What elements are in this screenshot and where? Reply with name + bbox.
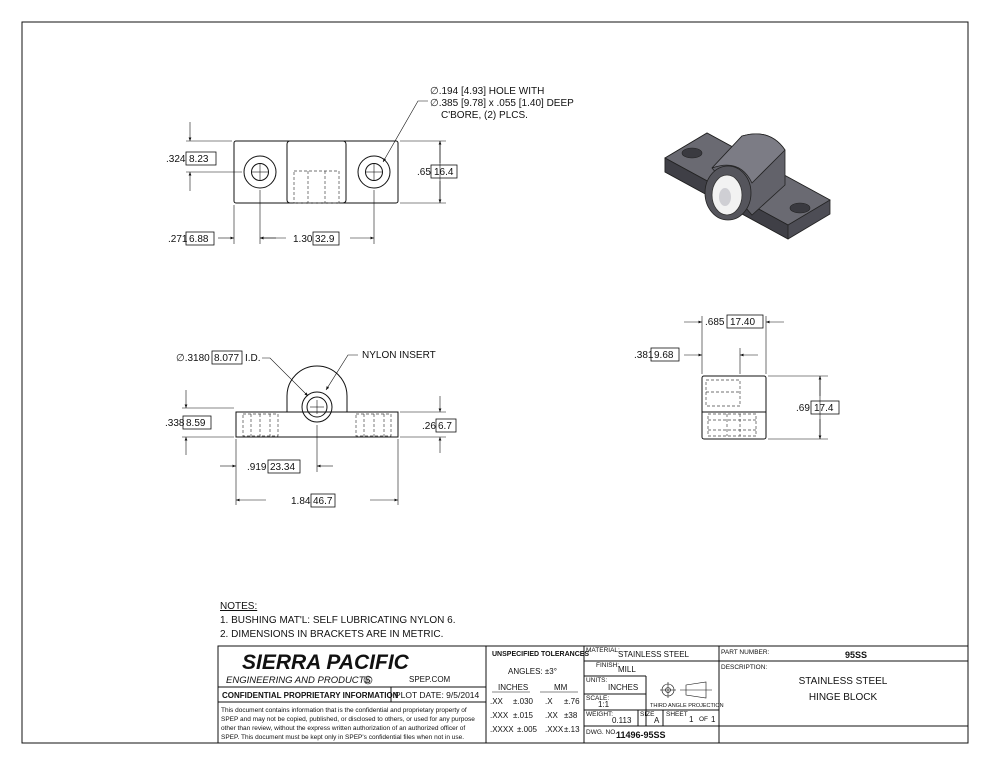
dwg-no-value: 11496-95SS <box>616 730 666 740</box>
units-label: UNITS: <box>586 677 608 684</box>
confidential-text-4: SPEP. This document must be kept only in… <box>221 734 464 741</box>
tol-row-1-in-val: ±.030 <box>513 697 534 706</box>
description-line-2: HINGE BLOCK <box>809 692 878 703</box>
side-dim-height-mm: 17.4 <box>814 403 834 414</box>
weight-label: WEIGHT: <box>586 711 613 718</box>
front-dim-center-mm: 23.34 <box>270 462 295 473</box>
tol-row-1-in-label: .XX <box>490 697 504 706</box>
top-dim-edge: .271 <box>168 234 188 245</box>
weight-value: 0.113 <box>612 716 632 725</box>
note-item-2: 2. DIMENSIONS IN BRACKETS ARE IN METRIC. <box>220 629 443 640</box>
front-callout-id-suffix: I.D. <box>245 353 261 364</box>
tolerances-angles: ANGLES: ±3° <box>508 667 557 676</box>
front-callout-insert: NYLON INSERT <box>362 350 436 361</box>
note-item-1: 1. BUSHING MAT'L: SELF LUBRICATING NYLON… <box>220 615 455 626</box>
tolerances-mm-header: MM <box>554 683 568 692</box>
tolerances-title: UNSPECIFIED TOLERANCES <box>492 651 589 658</box>
finish-value: MILL <box>618 665 636 674</box>
material-label: MATERIAL: <box>586 647 620 654</box>
size-label: SIZE <box>640 711 655 718</box>
side-dim-offset: .381 <box>634 350 654 361</box>
description-line-1: STAINLESS STEEL <box>799 676 888 687</box>
confidential-label: CONFIDENTIAL PROPRIETARY INFORMATION <box>222 691 399 700</box>
sheet-value: 1 <box>689 715 694 724</box>
tol-row-3-mm-label: .XXX <box>545 725 564 734</box>
front-dim-center: .919 <box>247 462 267 473</box>
front-dim-flange-mm: 6.7 <box>438 421 452 432</box>
company-name: SIERRA PACIFIC <box>242 651 410 674</box>
tol-row-2-mm-val: ±38 <box>564 711 578 720</box>
tolerances-inches-header: INCHES <box>498 683 528 692</box>
tol-row-1-mm-val: ±.76 <box>564 697 580 706</box>
notes-heading: NOTES: <box>220 601 257 612</box>
material-value: STAINLESS STEEL <box>618 650 690 659</box>
front-dim-overall-mm: 46.7 <box>313 496 333 507</box>
top-dim-spacing: 1.30 <box>293 234 313 245</box>
side-dim-width: .685 <box>705 317 725 328</box>
top-dim-edge-mm: 6.88 <box>189 234 209 245</box>
tol-row-2-mm-label: .XX <box>545 711 559 720</box>
top-dim-left-height-mm: 8.23 <box>189 154 209 165</box>
tol-row-3-in-val: ±.005 <box>517 725 538 734</box>
top-dim-right-height-mm: 16.4 <box>434 167 454 178</box>
plot-date: PLOT DATE: 9/5/2014 <box>395 690 480 700</box>
tol-row-3-in-label: .XXXX <box>490 725 514 734</box>
title-block <box>217 645 969 744</box>
top-callout-line2: ∅.385 [9.78] x .055 [1.40] DEEP <box>430 98 574 109</box>
isometric-view <box>664 132 831 240</box>
units-value: INCHES <box>608 683 638 692</box>
sheet-of-label: OF <box>699 716 708 723</box>
front-dim-flange: .26 <box>422 421 436 432</box>
side-view <box>684 316 828 440</box>
part-number-label: PART NUMBER: <box>721 649 770 656</box>
confidential-text-3: other than review, without the express w… <box>221 725 465 732</box>
top-dim-right-height: .65 <box>417 167 431 178</box>
side-dim-offset-mm: 9.68 <box>654 350 674 361</box>
front-dim-overall: 1.84 <box>291 496 311 507</box>
sheet-border <box>21 21 969 744</box>
registered-symbol: ® <box>365 678 370 685</box>
confidential-text-1: This document contains information that … <box>221 707 467 714</box>
top-callout-line3: C'BORE, (2) PLCS. <box>441 110 528 121</box>
scale-label: SCALE: <box>586 695 609 702</box>
projection-label: THIRD ANGLE PROJECTION <box>650 703 724 709</box>
top-view <box>186 100 446 244</box>
scale-value: 1:1 <box>598 700 610 709</box>
top-dim-spacing-mm: 32.9 <box>315 234 335 245</box>
front-callout-id: ∅.3180 <box>176 353 210 364</box>
dwg-no-label: DWG. NO. <box>586 729 617 736</box>
front-dim-base-height: .338 <box>165 418 185 429</box>
part-number-value: 95SS <box>845 650 867 660</box>
sheet-label: SHEET <box>666 711 688 718</box>
tol-row-1-mm-label: .X <box>545 697 553 706</box>
sheet-total: 1 <box>711 715 716 724</box>
tol-row-3-mm-val: ±.13 <box>564 725 580 734</box>
front-callout-id-mm: 8.077 <box>214 353 239 364</box>
front-view <box>182 354 446 505</box>
company-website: SPEP.COM <box>409 675 451 684</box>
tol-row-2-in-val: ±.015 <box>513 711 534 720</box>
registered-mark <box>363 675 373 685</box>
description-label: DESCRIPTION: <box>721 664 767 671</box>
side-dim-width-mm: 17.40 <box>730 317 755 328</box>
confidential-text-2: SPEP and may not be copied, published, o… <box>221 716 475 723</box>
finish-label: FINISH: <box>596 662 619 669</box>
front-dim-base-height-mm: 8.59 <box>186 418 206 429</box>
tol-row-2-in-label: .XXX <box>490 711 509 720</box>
size-value: A <box>654 716 660 725</box>
company-subtitle: ENGINEERING AND PRODUCTS <box>226 675 371 686</box>
side-dim-height: .69 <box>796 403 810 414</box>
top-callout-line1: ∅.194 [4.93] HOLE WITH <box>430 86 544 97</box>
top-dim-left-height: .324 <box>166 154 186 165</box>
